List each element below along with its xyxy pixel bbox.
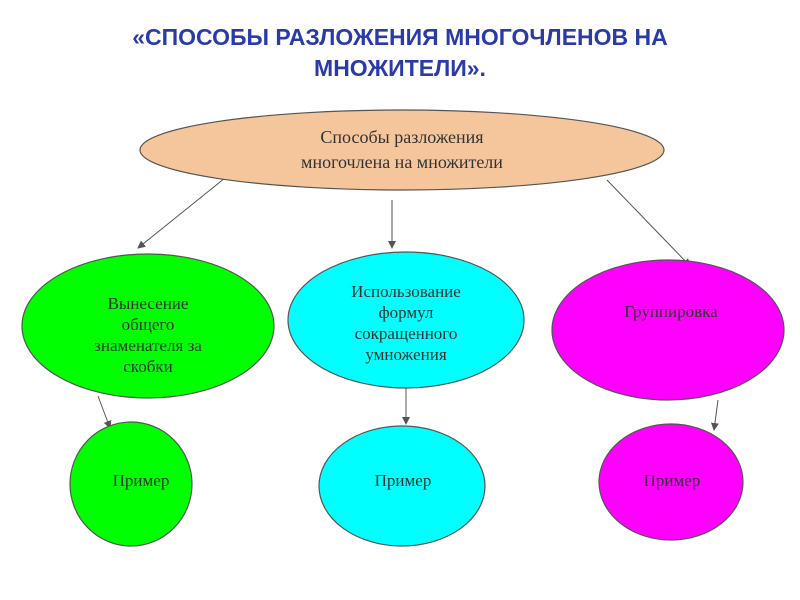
example-node-1 xyxy=(69,421,193,547)
arrow-root-to-method-3 xyxy=(606,179,691,267)
page-title: «СПОСОБЫ РАЗЛОЖЕНИЯ МНОГОЧЛЕНОВ НА МНОЖИ… xyxy=(132,24,668,81)
method-1-line-2: общего xyxy=(121,315,175,334)
method-label-1: Вынесение общего знаменателя за скобки xyxy=(48,280,248,390)
root-node xyxy=(139,109,665,191)
method-node-2 xyxy=(287,251,525,389)
method-node-1 xyxy=(21,253,275,399)
method-label-2: Использование формул сокращенного умноже… xyxy=(306,268,506,378)
method-label-3: Группировка xyxy=(586,298,756,324)
method-1-line-1: Вынесение xyxy=(107,294,189,313)
method-3-line-1: Группировка xyxy=(624,301,718,321)
method-1-line-3: знаменателя за xyxy=(94,336,202,355)
method-2-line-2: формул xyxy=(378,303,434,322)
example-label-2: Пример xyxy=(374,470,432,490)
method-2-line-3: сокращенного xyxy=(354,324,458,343)
method-2-line-4: умножения xyxy=(365,345,447,364)
method-2-line-1: Использование xyxy=(351,282,461,301)
method-1-line-4: скобки xyxy=(123,357,173,376)
example-node-2 xyxy=(318,425,486,547)
root-label-line-2: многочлена на множители xyxy=(301,152,503,172)
example-node-3 xyxy=(598,423,744,541)
arrow-root-to-method-1 xyxy=(137,177,226,249)
arrow-method-3-to-example xyxy=(710,399,719,431)
root-label-line-1: Способы разложения xyxy=(320,127,484,147)
root-label: Способы разложения многочлена на множите… xyxy=(182,124,622,176)
method-node-3 xyxy=(551,259,785,401)
arrow-method-1-to-example xyxy=(97,395,112,429)
example-label-1: Пример xyxy=(112,470,170,490)
example-label-3: Пример xyxy=(643,470,701,490)
